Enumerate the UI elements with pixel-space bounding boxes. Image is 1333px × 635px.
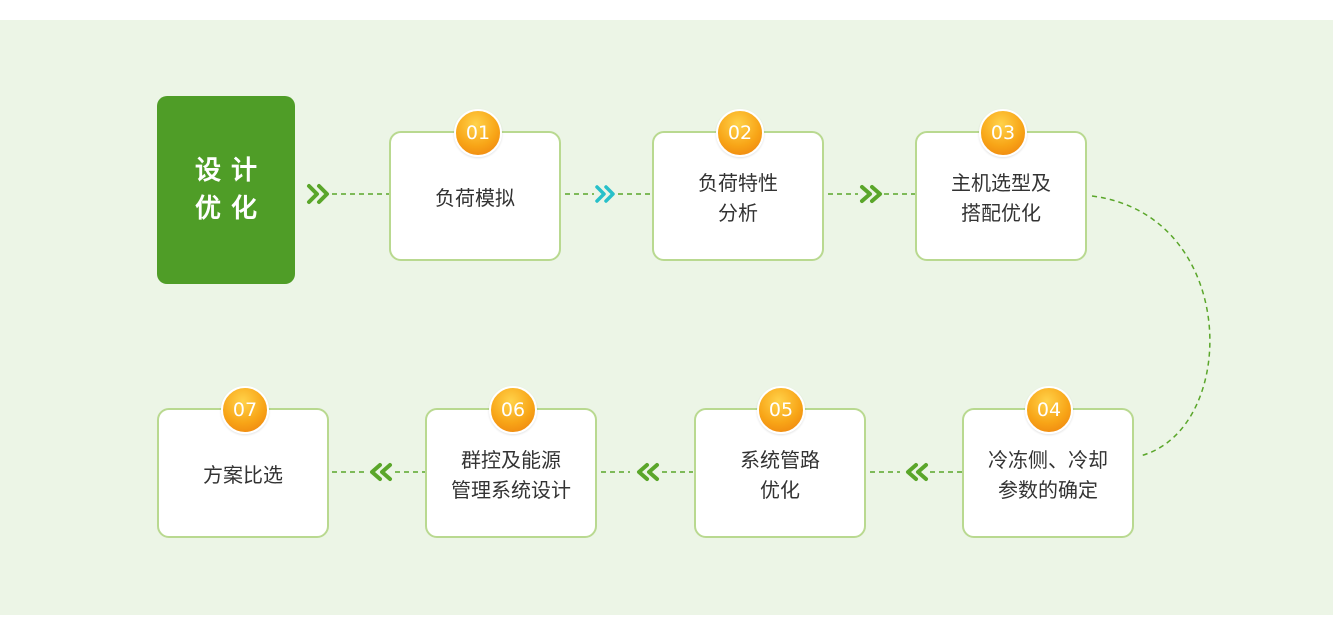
step-number-badge: 04 bbox=[1025, 386, 1073, 434]
step-label: 负荷特性 分析 bbox=[698, 171, 778, 225]
step-label: 冷冻侧、冷却 参数的确定 bbox=[988, 448, 1108, 502]
step-number-badge: 05 bbox=[757, 386, 805, 434]
step-label: 系统管路 优化 bbox=[740, 448, 820, 502]
double-chevron-left-icon bbox=[637, 463, 659, 481]
double-chevron-right-icon bbox=[595, 185, 615, 203]
step-number-badge: 03 bbox=[979, 109, 1027, 157]
connector-03-04-curve bbox=[1091, 195, 1211, 457]
double-chevron-left-icon bbox=[906, 463, 928, 481]
step-label: 负荷模拟 bbox=[435, 186, 515, 210]
start-label: 设计 优化 bbox=[194, 156, 267, 224]
double-chevron-right-icon bbox=[307, 184, 329, 204]
step-number-badge: 02 bbox=[716, 109, 764, 157]
double-chevron-right-icon bbox=[860, 185, 882, 203]
start-block-design-optimization: 设计 优化 bbox=[157, 96, 295, 284]
step-number-badge: 01 bbox=[454, 109, 502, 157]
double-chevron-left-icon bbox=[370, 463, 392, 481]
step-label: 主机选型及 搭配优化 bbox=[951, 171, 1051, 225]
step-label: 群控及能源 管理系统设计 bbox=[451, 448, 571, 502]
step-number-badge: 07 bbox=[221, 386, 269, 434]
step-label: 方案比选 bbox=[203, 463, 283, 487]
step-number-badge: 06 bbox=[489, 386, 537, 434]
